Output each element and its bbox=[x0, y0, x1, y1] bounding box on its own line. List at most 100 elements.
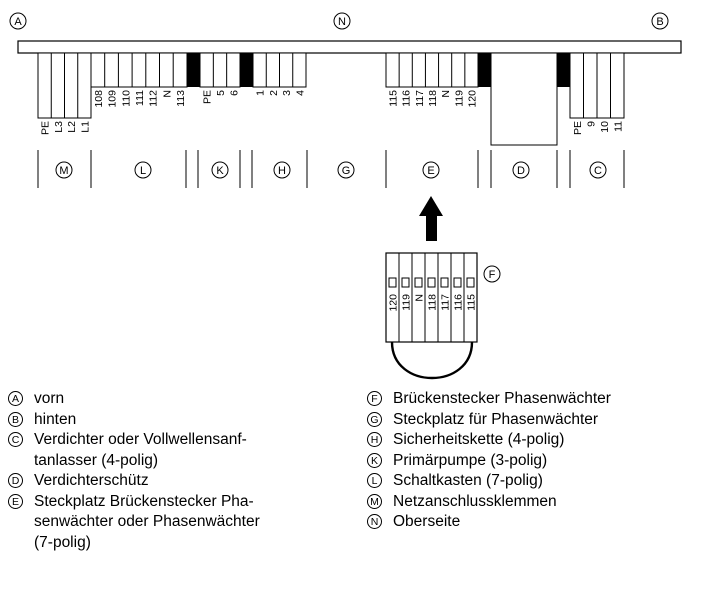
legend-item-l: L Schaltkasten (7-polig) bbox=[367, 471, 703, 492]
legend-text: hinten bbox=[34, 410, 77, 428]
terminal-label-H: 3 bbox=[281, 90, 293, 96]
legend-text: Primärpumpe (3-polig) bbox=[393, 451, 548, 469]
block-E bbox=[385, 52, 479, 88]
terminal-label-L: 112 bbox=[148, 90, 160, 107]
marker-D: D bbox=[512, 161, 530, 179]
terminal-label-K: 5 bbox=[215, 90, 227, 96]
bridge-plug-contact bbox=[440, 277, 449, 288]
legend-text: Oberseite bbox=[393, 513, 461, 530]
terminal-label-E: N bbox=[440, 90, 452, 98]
svg-text:G: G bbox=[342, 165, 351, 177]
section-dividers bbox=[37, 150, 625, 188]
block-D bbox=[490, 52, 558, 146]
svg-text:M: M bbox=[59, 165, 68, 177]
terminal-label-E: 117 bbox=[414, 90, 426, 107]
marker-A: A bbox=[9, 12, 27, 30]
bridge-plug-pin-label: 116 bbox=[453, 294, 465, 311]
svg-text:C: C bbox=[594, 165, 602, 177]
legend-key: K bbox=[367, 452, 382, 468]
marker-G: G bbox=[337, 161, 355, 179]
marker-C: C bbox=[589, 161, 607, 179]
marker-M: M bbox=[55, 161, 73, 179]
bridge-plug-contact bbox=[466, 277, 475, 288]
block-L bbox=[90, 52, 188, 88]
bridge-plug-contact bbox=[427, 277, 436, 288]
bridge-plug-pin-label: 117 bbox=[440, 294, 452, 311]
marker-E: E bbox=[422, 161, 440, 179]
terminal-label-E: 120 bbox=[466, 90, 478, 108]
insert-arrow-icon bbox=[419, 196, 443, 241]
legend-key: L bbox=[367, 473, 382, 488]
terminal-label-K: 6 bbox=[228, 90, 240, 96]
bridge-plug-contact bbox=[388, 277, 397, 288]
legend-key: N bbox=[367, 514, 382, 529]
svg-text:A: A bbox=[14, 16, 22, 28]
legend-text: Verdichter oder Vollwellensanf- tanlasse… bbox=[34, 431, 247, 469]
legend-text: vorn bbox=[34, 390, 65, 407]
terminal-label-E: 119 bbox=[453, 90, 465, 107]
terminal-label-C: PE bbox=[572, 121, 584, 135]
terminal-label-M: L1 bbox=[79, 121, 91, 133]
bridge-plug-pin-label: 115 bbox=[466, 294, 478, 311]
block-K bbox=[199, 52, 241, 88]
bridge-plug-body bbox=[385, 252, 478, 343]
block-E-separator bbox=[478, 53, 491, 87]
terminal-label-K: PE bbox=[202, 90, 214, 104]
block-L-separator bbox=[187, 53, 200, 87]
legend-text: Netzanschlussklemmen bbox=[393, 492, 557, 510]
legend-item-k: K Primärpumpe (3-polig) bbox=[367, 451, 703, 472]
terminal-label-C: 11 bbox=[612, 121, 624, 132]
svg-text:L: L bbox=[140, 165, 146, 177]
marker-F: F bbox=[483, 265, 501, 283]
legend-key: C bbox=[8, 432, 23, 447]
bridge-loop bbox=[390, 341, 474, 380]
legend-text: Verdichterschütz bbox=[34, 472, 149, 489]
terminal-label-L: 110 bbox=[120, 90, 132, 107]
legend-key: F bbox=[367, 391, 382, 406]
bridge-plug-pin-label: N bbox=[414, 294, 426, 302]
legend-item-f: F Brückenstecker Phasenwächter bbox=[367, 389, 703, 410]
legend-text: Steckplatz Brückenstecker Pha- senwächte… bbox=[34, 492, 260, 551]
terminal-label-C: 10 bbox=[599, 121, 611, 133]
bridge-plug-contact bbox=[453, 277, 462, 288]
terminal-label-L: 108 bbox=[93, 90, 105, 108]
terminal-label-E: 116 bbox=[401, 90, 413, 107]
marker-N: N bbox=[333, 12, 351, 30]
top-rail bbox=[17, 40, 682, 54]
bridge-plug-pin-label: 120 bbox=[388, 294, 400, 312]
terminal-label-H: 2 bbox=[268, 90, 280, 96]
legend-key: E bbox=[8, 493, 23, 509]
bridge-plug-contact bbox=[401, 277, 410, 288]
terminal-label-M: L3 bbox=[53, 121, 65, 133]
svg-text:E: E bbox=[427, 165, 434, 177]
marker-B: B bbox=[651, 12, 669, 30]
legend-key: H bbox=[367, 432, 382, 447]
marker-L: L bbox=[134, 161, 152, 179]
svg-text:F: F bbox=[489, 269, 496, 281]
terminal-label-H: 1 bbox=[255, 90, 267, 96]
bridge-plug-contact bbox=[414, 277, 423, 288]
legend-key: A bbox=[8, 391, 23, 406]
legend-text: Brückenstecker Phasenwächter bbox=[393, 390, 611, 407]
legend-text: Schaltkasten (7-polig) bbox=[393, 472, 543, 489]
legend-item-c: C Verdichter oder Vollwellensanf- tanlass… bbox=[8, 430, 338, 471]
terminal-label-L: 111 bbox=[134, 90, 146, 106]
marker-K: K bbox=[211, 161, 229, 179]
svg-text:B: B bbox=[656, 16, 663, 28]
legend-text: Steckplatz für Phasenwächter bbox=[393, 410, 599, 428]
block-K-separator bbox=[240, 53, 253, 87]
legend-item-n: N Oberseite bbox=[367, 512, 703, 533]
terminal-label-C: 9 bbox=[585, 121, 597, 127]
svg-text:D: D bbox=[517, 165, 525, 177]
terminal-label-E: 118 bbox=[427, 90, 439, 107]
legend-key: B bbox=[8, 411, 23, 427]
